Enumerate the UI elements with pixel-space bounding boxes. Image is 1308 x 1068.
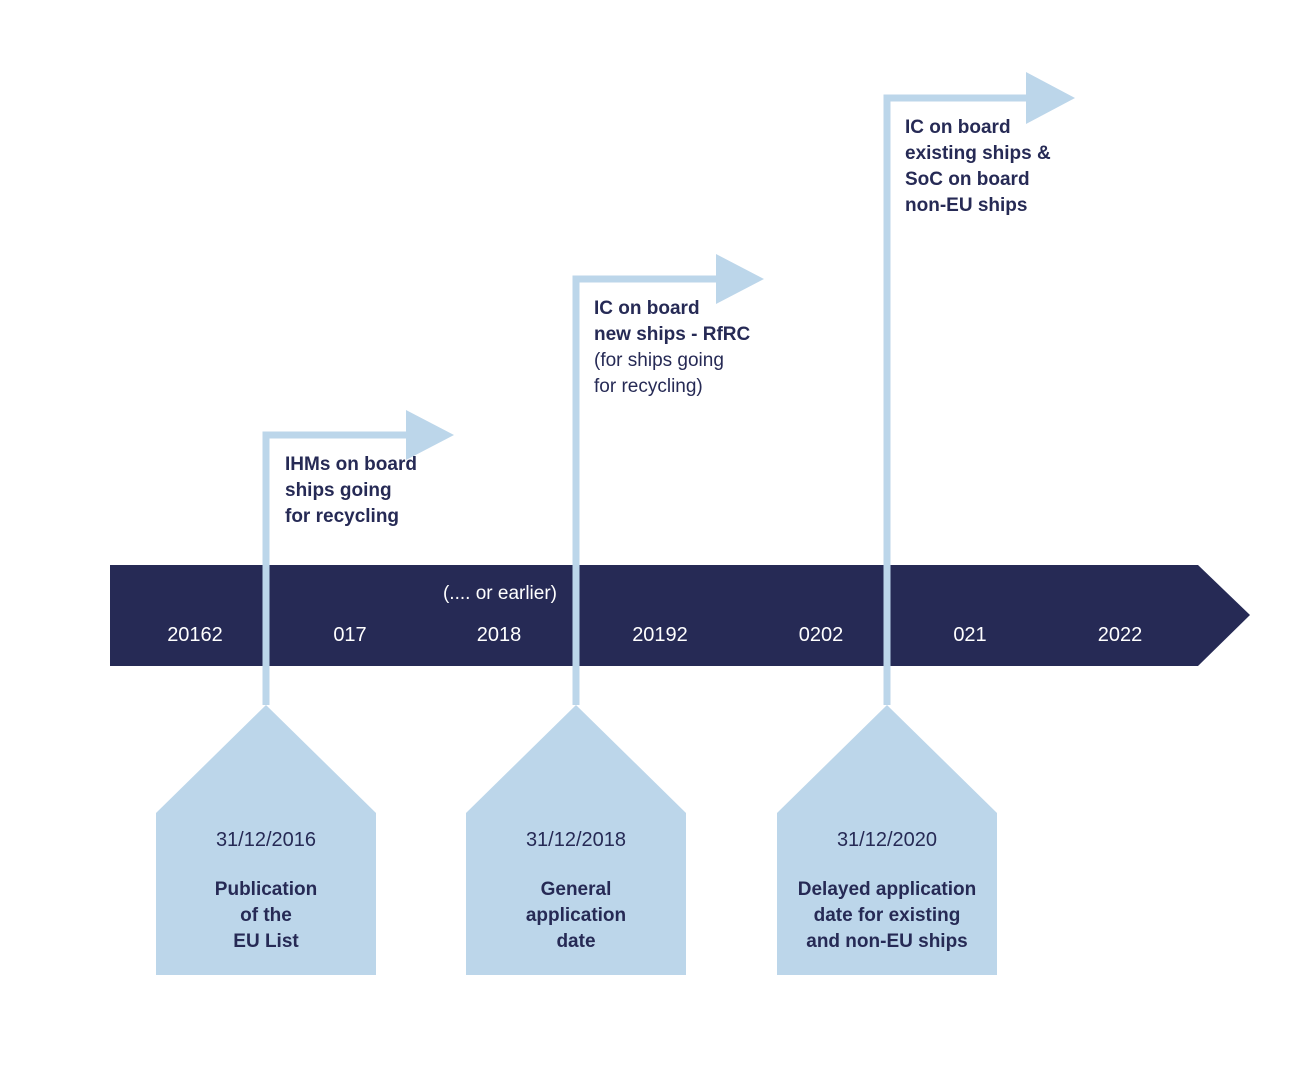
year-label: 2022 <box>1097 624 1143 646</box>
arrow-text-line: (for ships going <box>594 350 724 371</box>
arrow-3-head <box>1026 72 1075 124</box>
arrow-1-head <box>406 410 454 460</box>
milestone-label-line: date <box>556 931 596 952</box>
arrow-text-line: for recycling <box>285 506 400 527</box>
arrow-2-head <box>716 254 764 304</box>
arrow-3-text: IC on board existing ships & SoC on boar… <box>905 115 1051 219</box>
milestone-label-line: Delayed application <box>797 879 977 900</box>
milestone-1-text: 31/12/2016 Publication of the EU List <box>156 827 376 955</box>
arrow-text-line: ships going <box>285 480 392 501</box>
arrow-2-line <box>572 275 720 705</box>
milestone-label-line: date for existing <box>813 905 961 926</box>
year-label: 017 <box>333 624 367 646</box>
arrow-text-line: IC on board <box>594 298 700 319</box>
timeline-note: (.... or earlier) <box>442 583 558 604</box>
arrow-1-text: IHMs on board ships going for recycling <box>285 452 417 530</box>
milestone-date: 31/12/2018 <box>525 829 627 851</box>
milestone-label-line: Publication <box>214 879 318 900</box>
milestone-label-line: and non-EU ships <box>806 931 968 952</box>
year-label: 2018 <box>476 624 522 646</box>
arrow-1-line <box>262 431 410 705</box>
arrow-text-line: non-EU ships <box>905 195 1028 216</box>
arrow-3-line <box>883 94 1030 705</box>
milestone-1-box <box>156 705 376 975</box>
year-label: 20162 <box>167 624 223 646</box>
arrow-text-line: existing ships & <box>905 143 1051 164</box>
arrow-text-line: for recycling) <box>594 376 703 397</box>
milestone-2-text: 31/12/2018 General application date <box>466 827 686 955</box>
milestone-label-line: application <box>525 905 627 926</box>
arrow-2-text: IC on board new ships - RfRC (for ships … <box>594 296 750 400</box>
year-label: 021 <box>953 624 987 646</box>
milestone-label-line: General <box>540 879 612 900</box>
arrow-text-line: new ships - RfRC <box>594 324 751 345</box>
milestone-3-box <box>777 705 997 975</box>
arrow-text-line: IHMs on board <box>285 454 417 475</box>
timeline-band <box>110 565 1250 666</box>
milestone-3-text: 31/12/2020 Delayed application date for … <box>777 827 997 955</box>
milestone-label-line: of the <box>240 905 292 926</box>
year-label: 20192 <box>632 624 688 646</box>
year-label: 0202 <box>798 624 844 646</box>
milestone-label-line: EU List <box>233 931 299 952</box>
milestone-date: 31/12/2016 <box>215 829 317 851</box>
arrow-text-line: SoC on board <box>905 169 1030 190</box>
milestone-date: 31/12/2020 <box>836 829 938 851</box>
milestone-2-box <box>466 705 686 975</box>
arrow-text-line: IC on board <box>905 117 1011 138</box>
